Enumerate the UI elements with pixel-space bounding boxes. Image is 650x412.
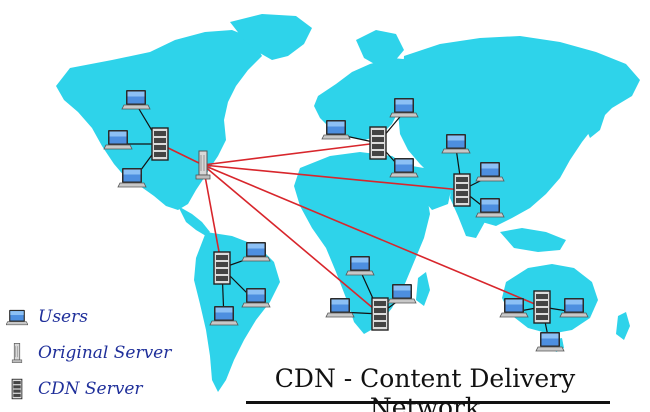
user-laptop [475,161,505,182]
new-zealand [616,312,630,340]
user-laptop [241,241,271,262]
user-laptop [559,297,589,318]
madagascar [416,272,430,306]
user-laptop [345,255,375,276]
laptop-icon [6,309,28,326]
user-laptop [103,129,133,150]
cdn-server-africa [371,297,389,331]
legend-cdn-server: CDN Server [6,378,143,400]
legend-label-cdn-server: CDN Server [38,379,143,399]
user-laptop [475,197,505,218]
legend-original-server: Original Server [6,342,171,364]
user-laptop [441,133,471,154]
link-origin-to-australia [202,164,543,308]
scandinavia [356,30,404,66]
link-origin-to-asia [202,164,463,191]
greenland [230,14,312,60]
cdn-server-australia [533,290,551,324]
africa [294,152,430,334]
user-laptop [241,287,271,308]
legend-users: Users [6,306,88,328]
user-laptop [325,297,355,318]
user-laptop [209,305,239,326]
north-america [56,30,262,210]
cdn-server-icon [11,378,23,400]
user-laptop [535,331,565,352]
cdn-server-north-america [151,127,169,161]
cdn-server-asia [453,173,471,207]
original-server-icon [11,343,23,363]
title-underline [246,401,610,404]
origin-links [159,142,543,315]
link-origin-to-europe [202,142,379,166]
user-laptop [321,119,351,140]
user-laptop [499,297,529,318]
link-origin-to-south-america [202,164,223,269]
user-laptop [389,157,419,178]
diagram-title: CDN - Content Delivery Network [274,364,576,412]
legend-label-original-server: Original Server [38,343,172,363]
legend-label-users: Users [38,307,88,327]
cdn-server-europe [369,126,387,160]
user-laptop [117,167,147,188]
japan [584,100,606,138]
cdn-server-south-america [213,251,231,285]
arabia [412,166,452,210]
user-laptop [387,283,417,304]
user-laptop [121,89,151,110]
user-laptop [389,97,419,118]
central-america [178,206,210,236]
southeast-asia [500,228,566,252]
link-origin-to-africa [202,164,381,315]
europe [314,58,420,140]
